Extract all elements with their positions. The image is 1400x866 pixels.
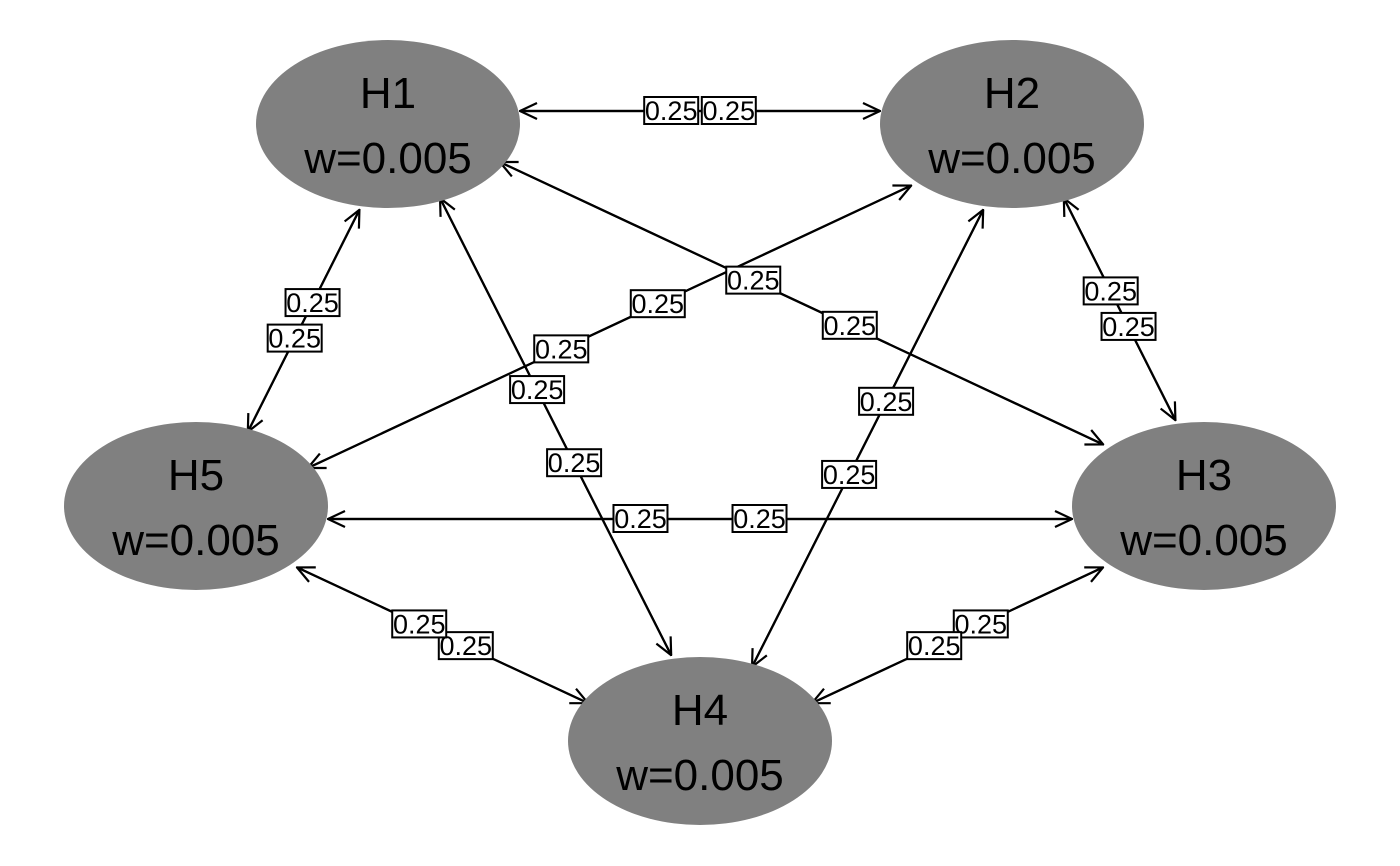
edge-label-box: [643, 96, 700, 125]
edge-label-text: 0.25: [703, 96, 756, 126]
edge-label-box: [700, 96, 757, 125]
node-ellipse: [880, 40, 1144, 208]
edge-label-text: 0.25: [733, 504, 786, 534]
edge-label-text: 0.25: [727, 266, 780, 296]
edges-layer: [248, 111, 1176, 703]
edge-label-text: 0.25: [614, 504, 667, 534]
edge-label-text: 0.25: [954, 609, 1007, 639]
edge-label-text: 0.25: [1102, 312, 1155, 342]
node-h3: H3 w=0.005: [1072, 422, 1336, 590]
node-ellipse: [568, 657, 832, 825]
edge-label-h3-to-h2: 0.25: [1100, 311, 1157, 342]
edge-label-text: 0.25: [645, 96, 698, 126]
edge-label-text: 0.25: [1084, 276, 1137, 306]
edge-label-box: [533, 334, 590, 364]
edge-label-h2-to-h1: 0.25: [700, 96, 757, 126]
edge-label-h3-to-h4: 0.25: [952, 609, 1009, 639]
node-name: H3: [1176, 451, 1232, 500]
edge-label-box: [509, 375, 566, 405]
node-name: H1: [360, 69, 416, 118]
edge-label-h4-to-h3: 0.25: [906, 631, 963, 661]
edge-label-h1-to-h5: 0.25: [284, 288, 341, 318]
edge-label-h2-to-h3: 0.25: [1082, 276, 1139, 306]
node-h1: H1 w=0.005: [256, 40, 520, 208]
edge-label-text: 0.25: [823, 460, 876, 490]
edge-label-text: 0.25: [535, 334, 588, 364]
edge-label-h3-to-h5: 0.25: [731, 504, 788, 534]
edge-label-h1-to-h3: 0.25: [725, 265, 782, 296]
node-name: H2: [984, 69, 1040, 118]
node-ellipse: [1072, 422, 1336, 590]
edge-h3-to-h1: [500, 162, 1104, 446]
edge-label-box: [546, 448, 603, 478]
edge-h5-to-h1: [246, 210, 360, 433]
edge-label-h2-to-h4: 0.25: [858, 386, 915, 417]
edge-label-box: [437, 631, 494, 661]
edge-label-text: 0.25: [440, 631, 493, 661]
node-ellipse: [64, 422, 328, 590]
edge-label-box: [952, 609, 1009, 639]
node-h2: H2 w=0.005: [880, 40, 1144, 208]
edge-label-text: 0.25: [511, 375, 564, 405]
edge-label-text: 0.25: [631, 289, 684, 319]
node-name: H4: [672, 686, 728, 735]
edge-label-box: [629, 289, 686, 319]
edge-label-box: [821, 310, 878, 340]
node-weight: w=0.005: [111, 516, 280, 565]
edge-label-text: 0.25: [268, 324, 321, 354]
edge-label-h5-to-h2: 0.25: [533, 334, 590, 364]
edge-label-h1-to-h2: 0.25: [643, 96, 700, 126]
edge-label-box: [858, 386, 915, 416]
edge-h5-to-h2: [307, 186, 911, 469]
edge-label-h5-to-h4: 0.25: [391, 609, 448, 639]
node-weight: w=0.005: [1119, 516, 1288, 565]
node-h5: H5 w=0.005: [64, 422, 328, 590]
edge-label-text: 0.25: [823, 311, 876, 341]
node-weight: w=0.005: [303, 134, 472, 183]
edge-label-box: [731, 504, 788, 533]
nodes-layer: H1w=0.005H2w=0.005H3w=0.005H4w=0.005H5w=…: [64, 40, 1336, 825]
edge-label-h3-to-h1: 0.25: [821, 310, 878, 341]
edge-label-box: [391, 609, 448, 639]
edge-label-text: 0.25: [908, 631, 961, 661]
node-weight: w=0.005: [927, 134, 1096, 183]
node-h4: H4 w=0.005: [568, 657, 832, 825]
edge-h3-to-h2: [1064, 198, 1177, 421]
edge-label-box: [612, 504, 669, 533]
edge-label-h5-to-h3: 0.25: [612, 504, 669, 534]
node-ellipse: [256, 40, 520, 208]
edge-label-h5-to-h1: 0.25: [266, 323, 323, 354]
edge-label-box: [725, 265, 782, 295]
edge-label-h4-to-h5: 0.25: [437, 631, 494, 661]
edge-label-box: [821, 459, 878, 489]
edge-label-h4-to-h2: 0.25: [821, 459, 878, 490]
edge-label-h2-to-h5: 0.25: [629, 289, 686, 319]
edge-label-box: [1082, 276, 1139, 306]
edge-label-text: 0.25: [548, 448, 601, 478]
edge-label-text: 0.25: [286, 288, 339, 318]
edge-label-box: [906, 631, 963, 661]
edge-label-box: [284, 288, 341, 318]
edge-h4-to-h2: [751, 210, 983, 668]
edge-label-text: 0.25: [393, 609, 446, 639]
node-name: H5: [168, 451, 224, 500]
node-weight: w=0.005: [615, 751, 784, 800]
edge-label-text: 0.25: [860, 387, 913, 417]
edge-label-box: [1100, 311, 1157, 341]
edge-label-h4-to-h1: 0.25: [546, 448, 603, 478]
edge-h4-to-h1: [440, 198, 673, 656]
edge-label-h1-to-h4: 0.25: [509, 375, 566, 405]
edge-label-box: [266, 323, 323, 353]
